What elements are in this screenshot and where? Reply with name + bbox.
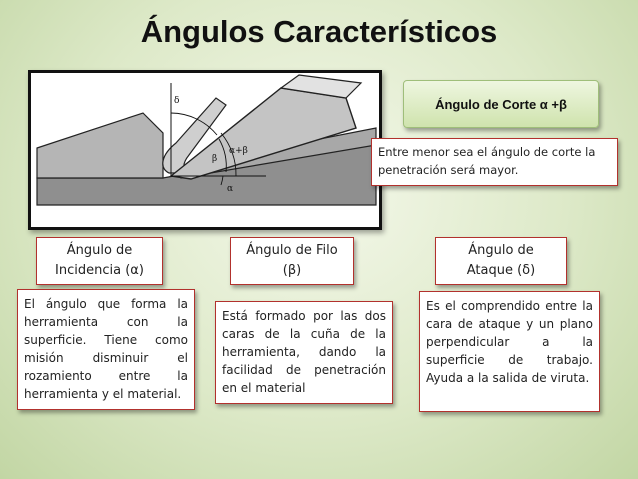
beta-arc bbox=[218, 138, 227, 173]
incidencia-header-line1: Ángulo de bbox=[66, 243, 133, 258]
slide-title: Ángulos Característicos bbox=[140, 14, 498, 49]
ataque-description: Es el comprendido entre la cara de ataqu… bbox=[419, 291, 600, 412]
alpha-arc bbox=[220, 175, 224, 186]
cutting-tool-figure: δ β α+β α bbox=[28, 70, 382, 230]
workpiece-top-left bbox=[36, 112, 164, 179]
delta-arc bbox=[170, 112, 218, 136]
delta-label: δ bbox=[174, 96, 179, 106]
incidencia-header: Ángulo de Incidencia (α) bbox=[36, 237, 163, 285]
incidencia-description: El ángulo que forma la herramienta con l… bbox=[17, 289, 195, 410]
tool-body bbox=[169, 87, 357, 180]
ataque-header-line2: Ataque (δ) bbox=[466, 263, 536, 278]
filo-description: Está formado por las dos caras de la cuñ… bbox=[215, 301, 393, 404]
alpha-beta-arc bbox=[220, 132, 237, 177]
ataque-header-line1: Ángulo de bbox=[468, 243, 534, 258]
tool-top bbox=[279, 74, 363, 99]
filo-header-line2: (β) bbox=[282, 263, 302, 278]
filo-header-line1: Ángulo de Filo bbox=[246, 243, 338, 258]
incidencia-header-line2: Incidencia (α) bbox=[55, 263, 144, 278]
alpha-beta-label: α+β bbox=[229, 146, 248, 156]
filo-header: Ángulo de Filo (β) bbox=[230, 237, 354, 285]
beta-label: β bbox=[212, 154, 217, 164]
cutting-tool-diagram: δ β α+β α bbox=[36, 74, 377, 206]
ataque-header: Ángulo de Ataque (δ) bbox=[435, 237, 567, 285]
corte-angle-box: Ángulo de Corte α +β bbox=[403, 80, 599, 128]
corte-description: Entre menor sea el ángulo de corte la pe… bbox=[371, 138, 618, 186]
alpha-label: α bbox=[227, 184, 233, 194]
